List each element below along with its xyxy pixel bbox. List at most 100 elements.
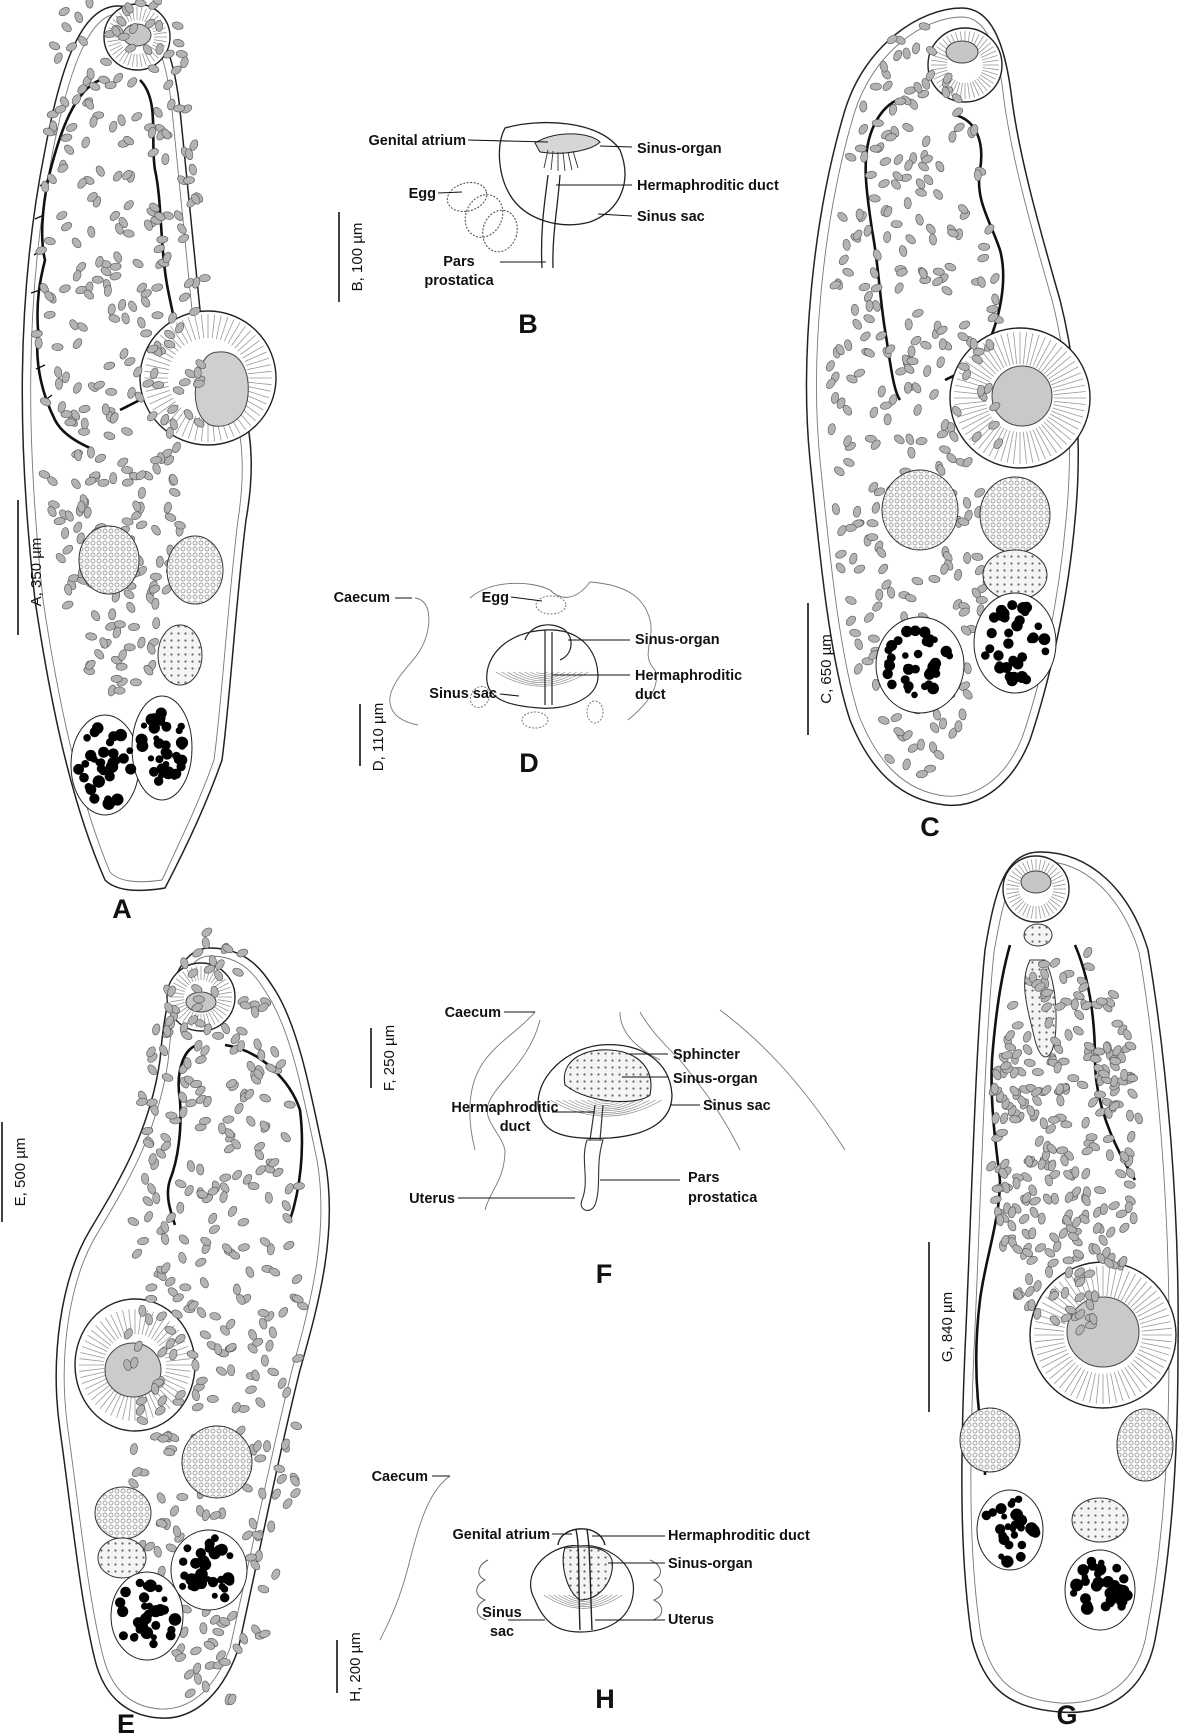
egg bbox=[915, 188, 927, 197]
egg bbox=[121, 478, 134, 487]
striation bbox=[1113, 1268, 1124, 1298]
egg bbox=[160, 1221, 169, 1233]
vitelline-follicle bbox=[153, 738, 165, 749]
striation bbox=[1041, 1302, 1069, 1317]
egg bbox=[156, 1492, 166, 1504]
egg bbox=[271, 1568, 281, 1580]
egg bbox=[62, 544, 74, 555]
egg bbox=[1102, 1041, 1111, 1054]
striation bbox=[245, 357, 270, 366]
testis-left-g bbox=[959, 1407, 1021, 1473]
egg bbox=[166, 1212, 176, 1223]
egg bbox=[1071, 1166, 1080, 1178]
egg bbox=[174, 1653, 187, 1662]
egg bbox=[1074, 1277, 1086, 1288]
label-prostatica-f: prostatica bbox=[688, 1190, 758, 1206]
egg bbox=[175, 50, 188, 59]
egg bbox=[209, 1614, 221, 1625]
muscle-fibre bbox=[550, 1099, 662, 1117]
egg bbox=[227, 1693, 237, 1705]
egg bbox=[61, 371, 70, 384]
vitelline-follicle bbox=[931, 669, 941, 678]
vitelline-follicle bbox=[118, 1631, 128, 1641]
striation bbox=[1058, 1364, 1079, 1389]
striation bbox=[99, 1388, 117, 1410]
egg bbox=[859, 100, 868, 113]
egg bbox=[905, 433, 915, 445]
egg bbox=[940, 563, 949, 575]
vitelline-follicles-a bbox=[73, 707, 189, 810]
egg bbox=[257, 1002, 269, 1012]
striation bbox=[217, 1001, 231, 1007]
striation bbox=[1051, 410, 1082, 424]
label-prostatica-b: prostatica bbox=[424, 273, 494, 289]
egg bbox=[184, 1669, 195, 1680]
panel-c: C, 650 µm C bbox=[805, 7, 1091, 842]
egg bbox=[858, 123, 868, 135]
egg bbox=[1072, 1026, 1084, 1036]
striation bbox=[976, 39, 988, 52]
label-duct-f: duct bbox=[500, 1119, 531, 1135]
egg bbox=[64, 583, 73, 596]
egg bbox=[1034, 1243, 1046, 1253]
egg bbox=[38, 470, 51, 479]
egg bbox=[61, 527, 70, 539]
egg bbox=[175, 1179, 187, 1189]
egg bbox=[167, 98, 176, 111]
striation bbox=[1045, 1356, 1071, 1374]
striation bbox=[1034, 1327, 1065, 1332]
vitelline-follicles-e bbox=[115, 1534, 235, 1649]
egg bbox=[290, 1488, 301, 1499]
egg bbox=[144, 18, 156, 29]
egg bbox=[825, 360, 835, 372]
striation bbox=[110, 1392, 122, 1416]
egg bbox=[876, 547, 887, 558]
striation bbox=[1011, 898, 1023, 907]
egg bbox=[177, 223, 187, 235]
egg bbox=[936, 356, 945, 368]
vitelline-follicle bbox=[1077, 1564, 1089, 1576]
egg bbox=[921, 155, 933, 164]
egg bbox=[160, 1233, 170, 1245]
egg bbox=[236, 948, 249, 958]
egg bbox=[130, 1356, 139, 1369]
striation bbox=[931, 67, 948, 71]
striation bbox=[1117, 1271, 1130, 1300]
egg bbox=[103, 361, 116, 370]
egg bbox=[1067, 1074, 1080, 1083]
egg bbox=[939, 445, 951, 454]
leader-egg-d bbox=[510, 596, 543, 602]
egg bbox=[77, 500, 86, 513]
egg bbox=[103, 431, 116, 440]
egg bbox=[837, 211, 848, 222]
egg bbox=[151, 311, 164, 320]
scale-bar-label-g: G, 840 µm bbox=[939, 1292, 956, 1362]
egg bbox=[835, 344, 845, 356]
vitelline-follicle bbox=[85, 784, 97, 795]
striation bbox=[178, 974, 190, 986]
egg bbox=[76, 532, 85, 545]
striation bbox=[1135, 1356, 1161, 1374]
egg bbox=[189, 307, 201, 316]
striation bbox=[144, 51, 151, 64]
egg bbox=[172, 38, 185, 48]
egg bbox=[915, 213, 924, 226]
egg bbox=[87, 225, 96, 238]
egg bbox=[1037, 1212, 1046, 1225]
egg bbox=[192, 1662, 202, 1675]
egg bbox=[1070, 998, 1079, 1011]
egg bbox=[60, 410, 73, 419]
muscle-fibre bbox=[536, 671, 548, 675]
tegument-g bbox=[970, 860, 1170, 1704]
egg bbox=[113, 170, 123, 182]
egg bbox=[928, 575, 941, 583]
striation bbox=[141, 8, 147, 21]
ovary-a bbox=[78, 525, 140, 595]
tegument-e bbox=[63, 955, 322, 1710]
egg bbox=[140, 329, 153, 338]
egg bbox=[275, 1059, 286, 1070]
egg bbox=[933, 750, 945, 760]
egg bbox=[168, 312, 177, 324]
vitelline-follicle bbox=[176, 754, 188, 766]
egg bbox=[962, 457, 973, 468]
